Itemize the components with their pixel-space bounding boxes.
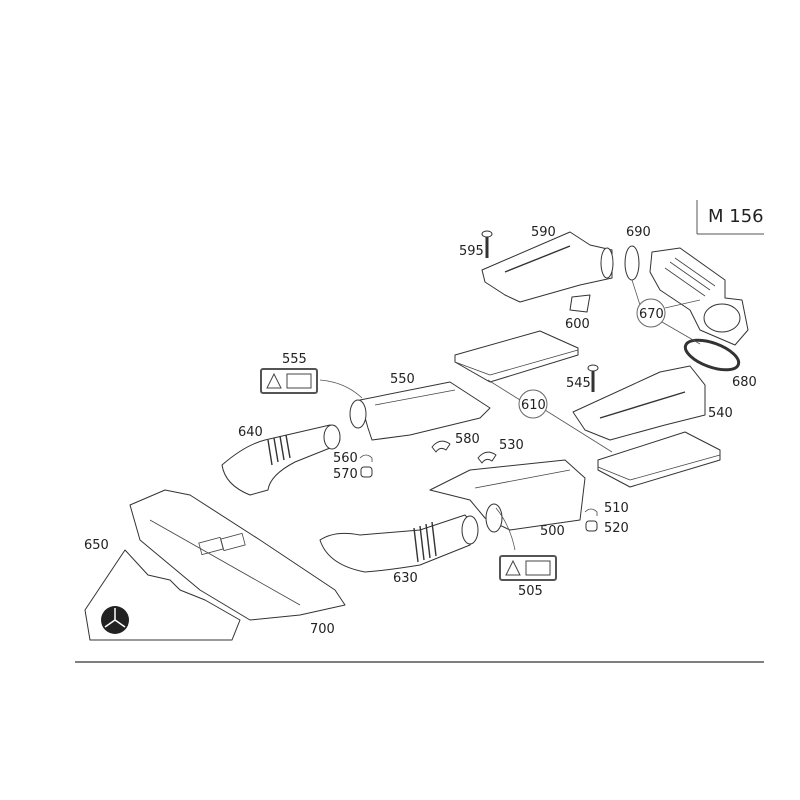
part-610-filter-upper[interactable] bbox=[454, 330, 579, 383]
callout-610: 610 bbox=[521, 398, 546, 413]
part-690-clamp[interactable] bbox=[624, 245, 640, 281]
callout-590: 590 bbox=[531, 225, 556, 240]
part-520-grommet[interactable] bbox=[585, 520, 598, 532]
part-510-clip[interactable] bbox=[584, 508, 598, 516]
engine-code-box: M 156 bbox=[696, 200, 764, 235]
callout-500: 500 bbox=[540, 524, 565, 539]
callout-560: 560 bbox=[333, 451, 358, 466]
part-570-grommet[interactable] bbox=[360, 466, 373, 478]
callout-650: 650 bbox=[84, 538, 109, 553]
callout-640: 640 bbox=[238, 425, 263, 440]
part-650-engine-cover[interactable] bbox=[84, 549, 241, 641]
callout-labels: 595 590 690 600 670 680 555 550 545 610 … bbox=[84, 225, 757, 637]
callout-580: 580 bbox=[455, 432, 480, 447]
callout-690: 690 bbox=[626, 225, 651, 240]
callout-550: 550 bbox=[390, 372, 415, 387]
callout-510: 510 bbox=[604, 501, 629, 516]
callout-595: 595 bbox=[459, 244, 484, 259]
callout-680: 680 bbox=[732, 375, 757, 390]
callout-540: 540 bbox=[708, 406, 733, 421]
part-600-pad[interactable] bbox=[569, 294, 591, 313]
part-580-clip[interactable] bbox=[431, 440, 451, 453]
part-545-bolt[interactable] bbox=[587, 364, 599, 392]
callout-520: 520 bbox=[604, 521, 629, 536]
engine-code: M 156 bbox=[708, 206, 764, 227]
callout-530: 530 bbox=[499, 438, 524, 453]
callout-670: 670 bbox=[639, 307, 664, 322]
part-550-housing[interactable] bbox=[349, 381, 491, 441]
part-560-clip[interactable] bbox=[359, 454, 373, 462]
callout-630: 630 bbox=[393, 571, 418, 586]
part-670-intake[interactable] bbox=[649, 247, 749, 346]
part-505-warning-label[interactable] bbox=[499, 555, 557, 581]
part-640-duct[interactable] bbox=[221, 424, 341, 496]
part-500-housing[interactable] bbox=[429, 459, 586, 533]
callout-545: 545 bbox=[566, 376, 591, 391]
part-680-seal[interactable] bbox=[682, 334, 743, 376]
callout-505: 505 bbox=[518, 584, 543, 599]
part-595-bolt[interactable] bbox=[481, 230, 493, 258]
callout-555: 555 bbox=[282, 352, 307, 367]
part-540-cover[interactable] bbox=[572, 365, 706, 441]
part-555-warning-label[interactable] bbox=[260, 368, 318, 394]
part-530-clip[interactable] bbox=[477, 451, 497, 464]
callout-600: 600 bbox=[565, 317, 590, 332]
part-610-filter-lower[interactable] bbox=[597, 431, 721, 488]
callout-570: 570 bbox=[333, 467, 358, 482]
part-700-tray[interactable] bbox=[129, 489, 346, 621]
part-630-duct[interactable] bbox=[319, 514, 479, 573]
part-590-cover[interactable] bbox=[481, 231, 614, 303]
callout-700: 700 bbox=[310, 622, 335, 637]
